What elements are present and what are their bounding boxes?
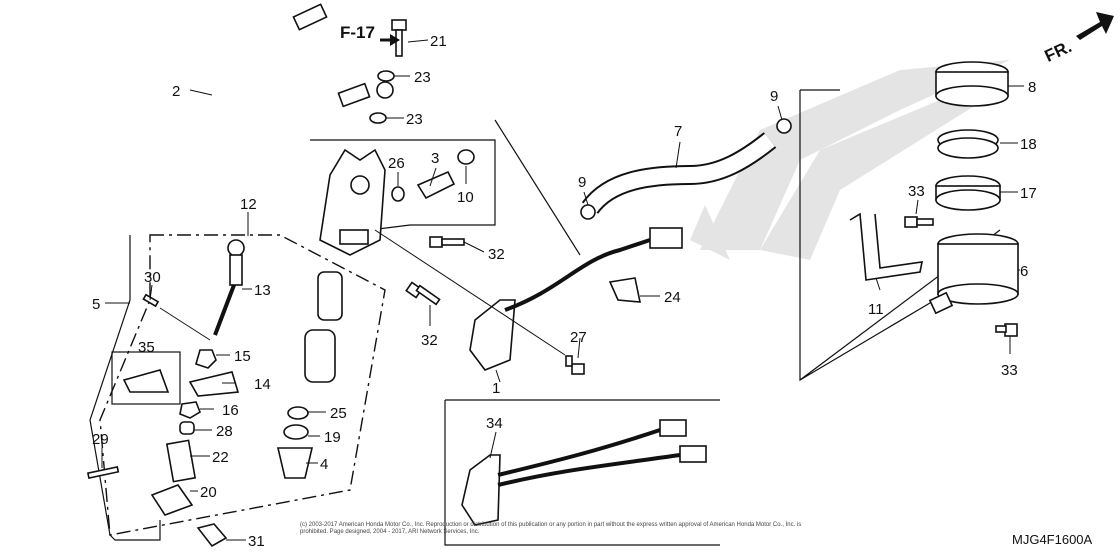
drawing-code: MJG4F1600A bbox=[1012, 532, 1093, 547]
nut-16 bbox=[179, 401, 201, 419]
joint-washer bbox=[457, 149, 475, 165]
joint-28 bbox=[179, 421, 195, 435]
callout-13: 13 bbox=[254, 282, 271, 299]
banjo-bolt bbox=[391, 19, 407, 57]
callout-35: 35 bbox=[138, 339, 155, 356]
callout-15: 15 bbox=[234, 348, 251, 365]
leader-lines bbox=[101, 39, 1024, 541]
cotter-pin bbox=[86, 465, 120, 480]
callout-17: 17 bbox=[1020, 185, 1037, 202]
callout-19: 19 bbox=[324, 429, 341, 446]
pin-30 bbox=[142, 293, 160, 308]
callout-21: 21 bbox=[430, 33, 447, 50]
sealing-washer-lower bbox=[369, 112, 387, 124]
callout-9-upper: 9 bbox=[770, 88, 778, 105]
forward-arrow: FR. bbox=[1042, 12, 1114, 66]
stoplight-switch bbox=[469, 227, 683, 371]
return-spring bbox=[317, 271, 343, 321]
stoplight-switch-harness bbox=[461, 419, 707, 526]
reservoir-plate bbox=[937, 129, 999, 159]
lock-nut bbox=[195, 349, 217, 369]
callout-29: 29 bbox=[92, 431, 109, 448]
section-reference: F-17 bbox=[340, 23, 400, 46]
flange-bolt-33-upper bbox=[904, 216, 934, 228]
hose-clip-lower bbox=[580, 204, 596, 220]
washer-19 bbox=[283, 424, 309, 440]
callouts: 1 2 3 4 5 6 7 8 9 9 10 11 12 13 14 15 16… bbox=[92, 33, 1037, 550]
callout-33-upper: 33 bbox=[908, 183, 925, 200]
hose-clip-upper bbox=[776, 118, 792, 134]
callout-24: 24 bbox=[664, 289, 681, 306]
copyright-notice: (c) 2003-2017 American Honda Motor Co., … bbox=[300, 522, 802, 535]
flange-bolt-32-upper bbox=[429, 236, 465, 248]
callout-8: 8 bbox=[1028, 79, 1036, 96]
forward-label: FR. bbox=[1042, 37, 1075, 66]
callout-16: 16 bbox=[222, 402, 239, 419]
reservoir-joint bbox=[416, 170, 456, 200]
callout-7: 7 bbox=[674, 123, 682, 140]
push-rod bbox=[213, 239, 245, 336]
callout-27: 27 bbox=[570, 329, 587, 346]
callout-22: 22 bbox=[212, 449, 229, 466]
plate-35-frame bbox=[111, 351, 181, 405]
rear-master-cylinder bbox=[319, 148, 386, 256]
reservoir-hose bbox=[581, 132, 777, 215]
callout-34: 34 bbox=[486, 415, 503, 432]
callout-32-upper: 32 bbox=[488, 246, 505, 263]
clevis-20 bbox=[150, 484, 194, 516]
boot-4 bbox=[276, 447, 314, 479]
callout-23-upper: 23 bbox=[414, 69, 431, 86]
plate-35 bbox=[122, 369, 170, 393]
flange-bolt-33-lower bbox=[995, 323, 1018, 337]
wing-logo-watermark bbox=[690, 60, 1010, 260]
push-rod-joint bbox=[165, 439, 197, 483]
sealing-washer-upper bbox=[377, 70, 395, 82]
callout-5: 5 bbox=[92, 296, 100, 313]
flange-bolt-32-lower bbox=[405, 281, 441, 306]
callout-31: 31 bbox=[248, 533, 265, 550]
piston-boot bbox=[304, 329, 336, 383]
brake-reservoir bbox=[928, 233, 1019, 315]
callout-25: 25 bbox=[330, 405, 347, 422]
joint-31 bbox=[196, 523, 228, 548]
callout-18: 18 bbox=[1020, 136, 1037, 153]
callout-2: 2 bbox=[172, 83, 180, 100]
callout-14: 14 bbox=[254, 376, 271, 393]
brake-pedal-plate bbox=[188, 371, 240, 397]
wire-clip bbox=[608, 277, 642, 303]
reservoir-stay bbox=[849, 212, 924, 281]
callout-11: 11 bbox=[868, 301, 884, 318]
callout-28: 28 bbox=[216, 423, 233, 440]
callout-10: 10 bbox=[457, 189, 474, 206]
section-ref-label: F-17 bbox=[340, 23, 375, 42]
callout-20: 20 bbox=[200, 484, 217, 501]
reservoir-cap bbox=[935, 61, 1009, 107]
washer-25 bbox=[287, 406, 309, 420]
forward-arrow-icon bbox=[1076, 12, 1114, 40]
callout-33-lower: 33 bbox=[1001, 362, 1018, 379]
screw-27 bbox=[565, 355, 585, 375]
callout-9-lower: 9 bbox=[578, 174, 586, 191]
callout-3: 3 bbox=[431, 150, 439, 167]
callout-1: 1 bbox=[492, 380, 500, 397]
callout-6: 6 bbox=[1020, 263, 1028, 280]
callout-32-lower: 32 bbox=[421, 332, 438, 349]
push-rod-kit-frame bbox=[99, 234, 386, 536]
callout-26: 26 bbox=[388, 155, 405, 172]
callout-23-lower: 23 bbox=[406, 111, 423, 128]
brake-hose bbox=[205, 3, 394, 154]
callout-4: 4 bbox=[320, 456, 328, 473]
callout-12: 12 bbox=[240, 196, 257, 213]
diaphragm bbox=[935, 175, 1001, 211]
o-ring bbox=[391, 186, 405, 202]
callout-30: 30 bbox=[144, 269, 161, 286]
